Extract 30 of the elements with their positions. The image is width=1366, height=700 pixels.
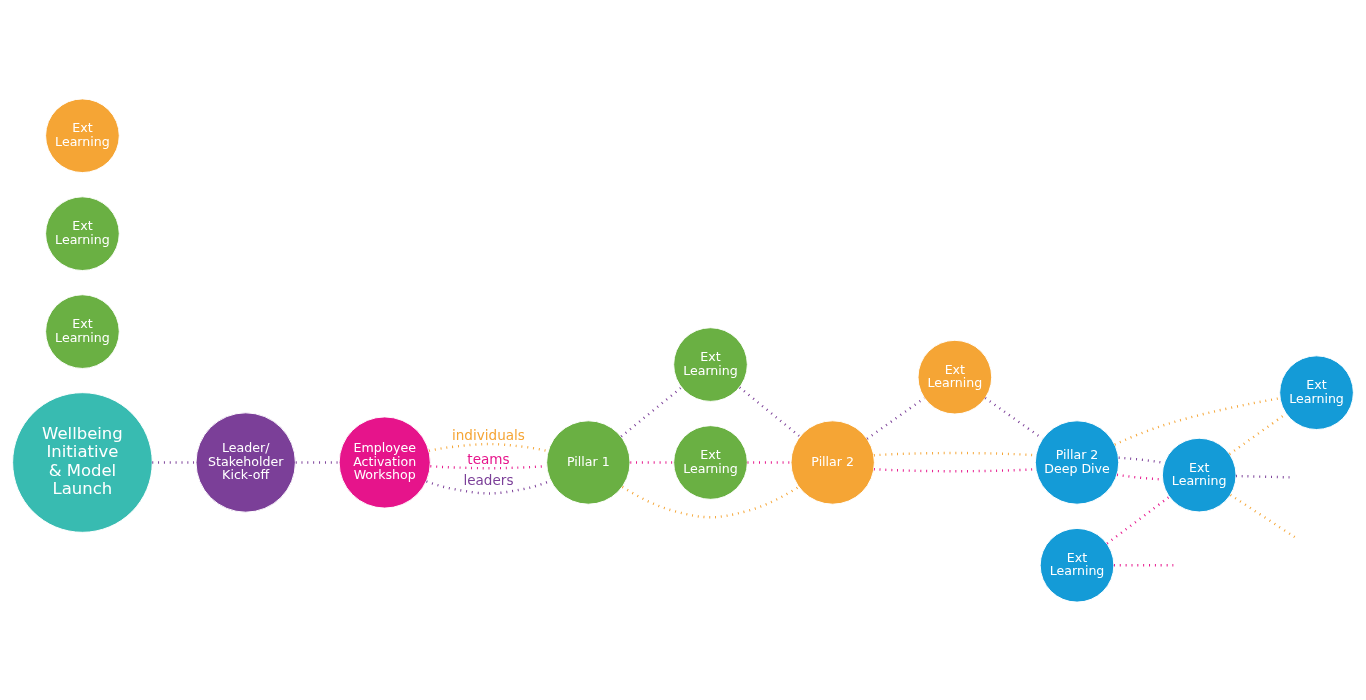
node-circle: Ext Learning xyxy=(1039,527,1115,603)
node-circle: Ext Learning xyxy=(1279,354,1354,430)
node-circle: Ext Learning xyxy=(1161,437,1237,512)
node-circle: Ext Learning xyxy=(45,195,120,271)
node-circle: Leader/ Stakeholder Kick-off xyxy=(195,411,296,513)
edge-label: teams xyxy=(467,450,510,467)
connector xyxy=(1229,493,1297,539)
node-circle: Ext Learning xyxy=(673,326,748,402)
connector xyxy=(630,460,674,464)
edge-label: leaders xyxy=(463,471,514,488)
connector xyxy=(428,442,549,452)
node-circle: Ext Learning xyxy=(45,97,120,173)
connector xyxy=(295,460,340,464)
node-circle: Pillar 2 xyxy=(790,419,875,505)
node-circle: Pillar 2 Deep Dive xyxy=(1034,419,1120,505)
node-circle: Pillar 1 xyxy=(546,419,631,505)
edge-label: individuals xyxy=(452,426,525,443)
connector xyxy=(738,386,801,437)
node-circle: Ext Learning xyxy=(917,339,993,414)
connector xyxy=(621,485,800,518)
node-circle: Wellbeing Initiative & Model Launch xyxy=(12,391,153,533)
connector xyxy=(1236,474,1293,479)
connector xyxy=(1114,396,1281,446)
node-circle: Ext Learning xyxy=(45,293,120,369)
connector xyxy=(152,460,196,464)
connector xyxy=(620,386,682,437)
connector xyxy=(1106,495,1170,544)
node-circle: Ext Learning xyxy=(673,424,748,500)
node-circle: Employee Activation Workshop xyxy=(338,415,431,509)
connector xyxy=(1114,563,1175,566)
